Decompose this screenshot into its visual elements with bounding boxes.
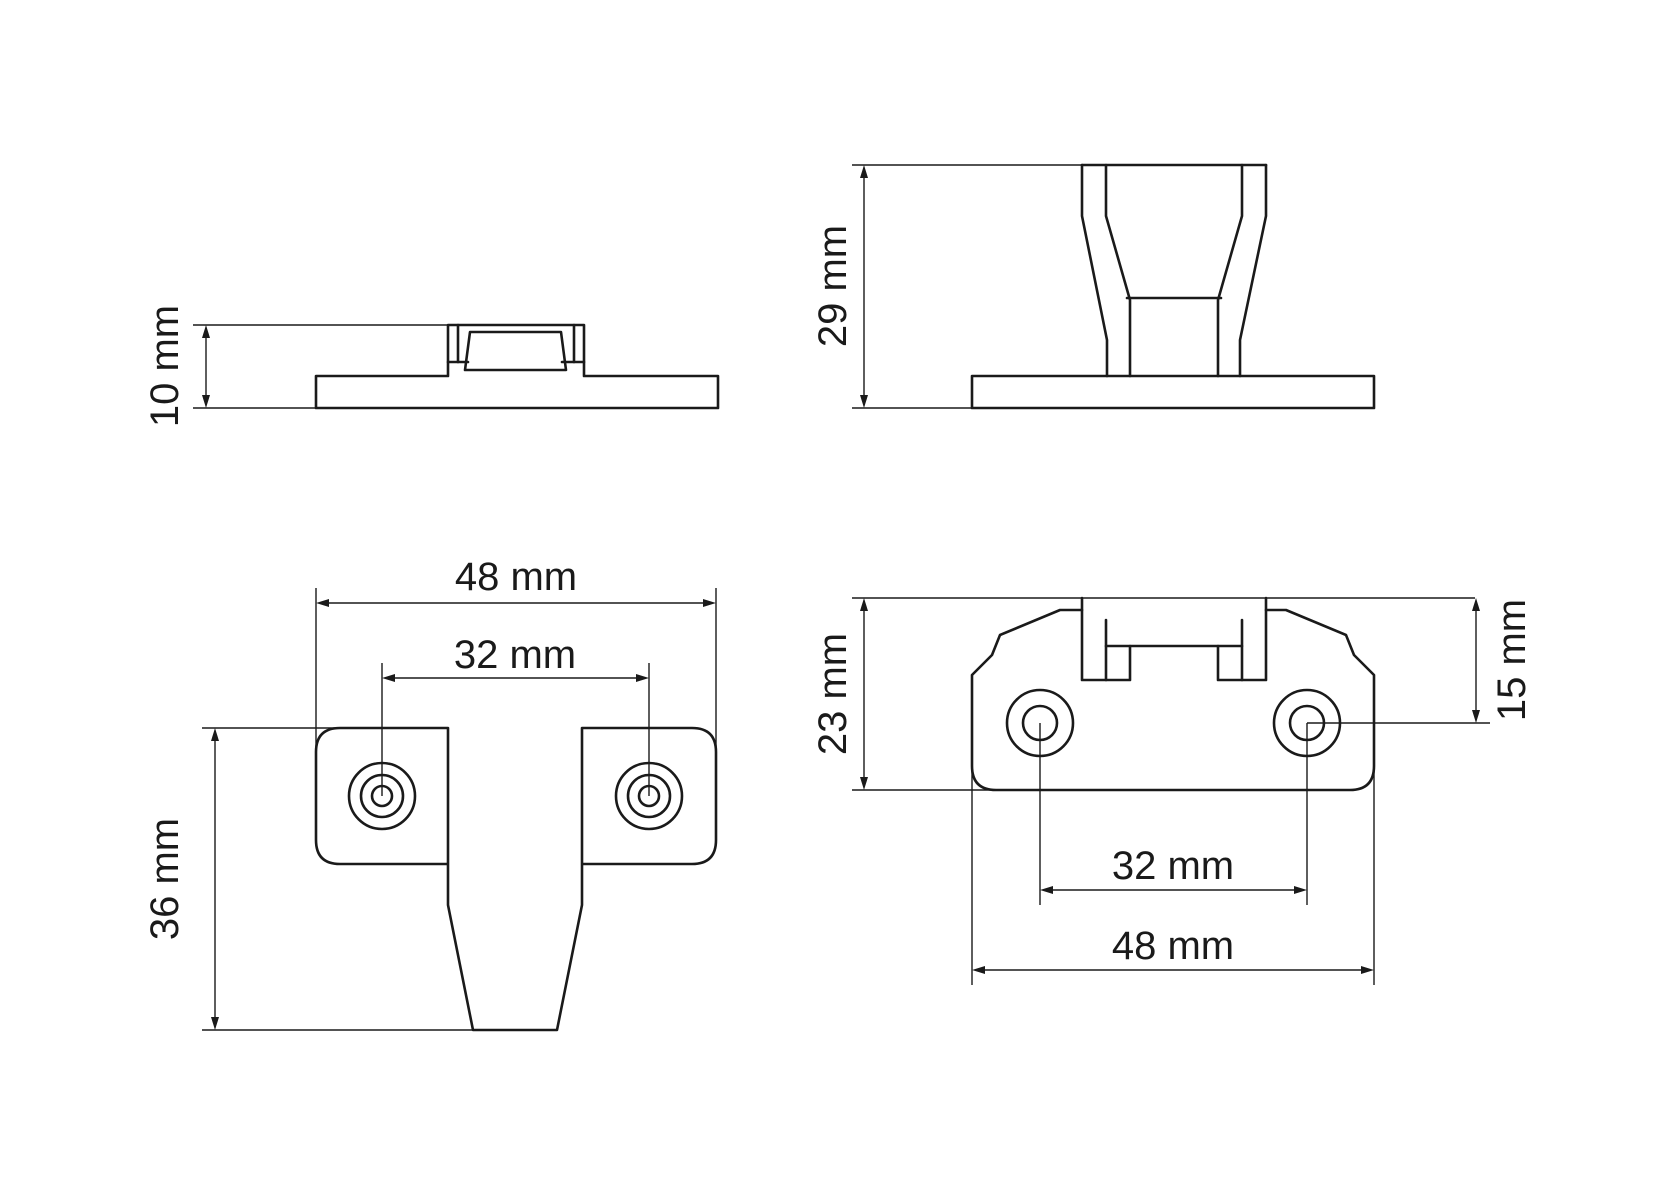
label-front-height: 29 mm (811, 225, 855, 347)
front-view (970, 163, 1376, 410)
dimension-side-height: 10 mm (143, 305, 448, 427)
dimension-base-hole-spacing: 32 mm (1039, 723, 1308, 905)
base-view (970, 596, 1376, 792)
label-side-height: 10 mm (143, 305, 187, 427)
label-hole-offset: 15 mm (1490, 599, 1534, 721)
dimension-base-depth: 23 mm (811, 597, 1475, 791)
top-view (314, 726, 718, 1032)
dimension-top-hole-spacing: 32 mm (381, 633, 650, 796)
label-top-depth: 36 mm (143, 818, 187, 940)
label-base-depth: 23 mm (811, 633, 855, 755)
dimension-top-width: 48 mm (315, 555, 717, 752)
label-base-hole-spacing: 32 mm (1112, 844, 1234, 888)
side-view (314, 323, 720, 410)
dimension-base-width: 48 mm (971, 766, 1375, 985)
label-top-hole-spacing: 32 mm (454, 633, 576, 677)
label-top-width: 48 mm (455, 555, 577, 599)
dimension-top-depth: 36 mm (143, 727, 473, 1031)
label-base-width: 48 mm (1112, 924, 1234, 968)
dimension-hole-offset: 15 mm (1307, 598, 1534, 724)
dimension-front-height: 29 mm (811, 164, 1082, 409)
